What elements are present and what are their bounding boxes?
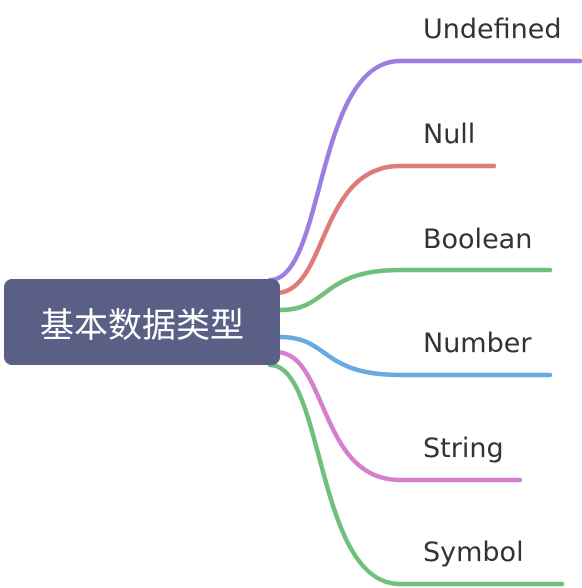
connector-undefined [267, 58, 582, 283]
branch-label-boolean[interactable]: Boolean [423, 224, 533, 255]
connector-string [273, 349, 523, 483]
central-topic-node[interactable]: 基本数据类型 [4, 279, 280, 365]
branch-label-string[interactable]: String [423, 433, 504, 464]
branch-label-number[interactable]: Number [423, 328, 532, 359]
connector-null [273, 163, 497, 296]
branch-label-undefined[interactable]: Undefined [423, 14, 562, 45]
connector-number [277, 334, 553, 378]
connector-symbol [267, 362, 565, 587]
connector-boolean [277, 267, 553, 313]
central-topic-label: 基本数据类型 [40, 305, 244, 346]
branch-label-null[interactable]: Null [423, 119, 476, 150]
branch-label-symbol[interactable]: Symbol [423, 537, 524, 568]
